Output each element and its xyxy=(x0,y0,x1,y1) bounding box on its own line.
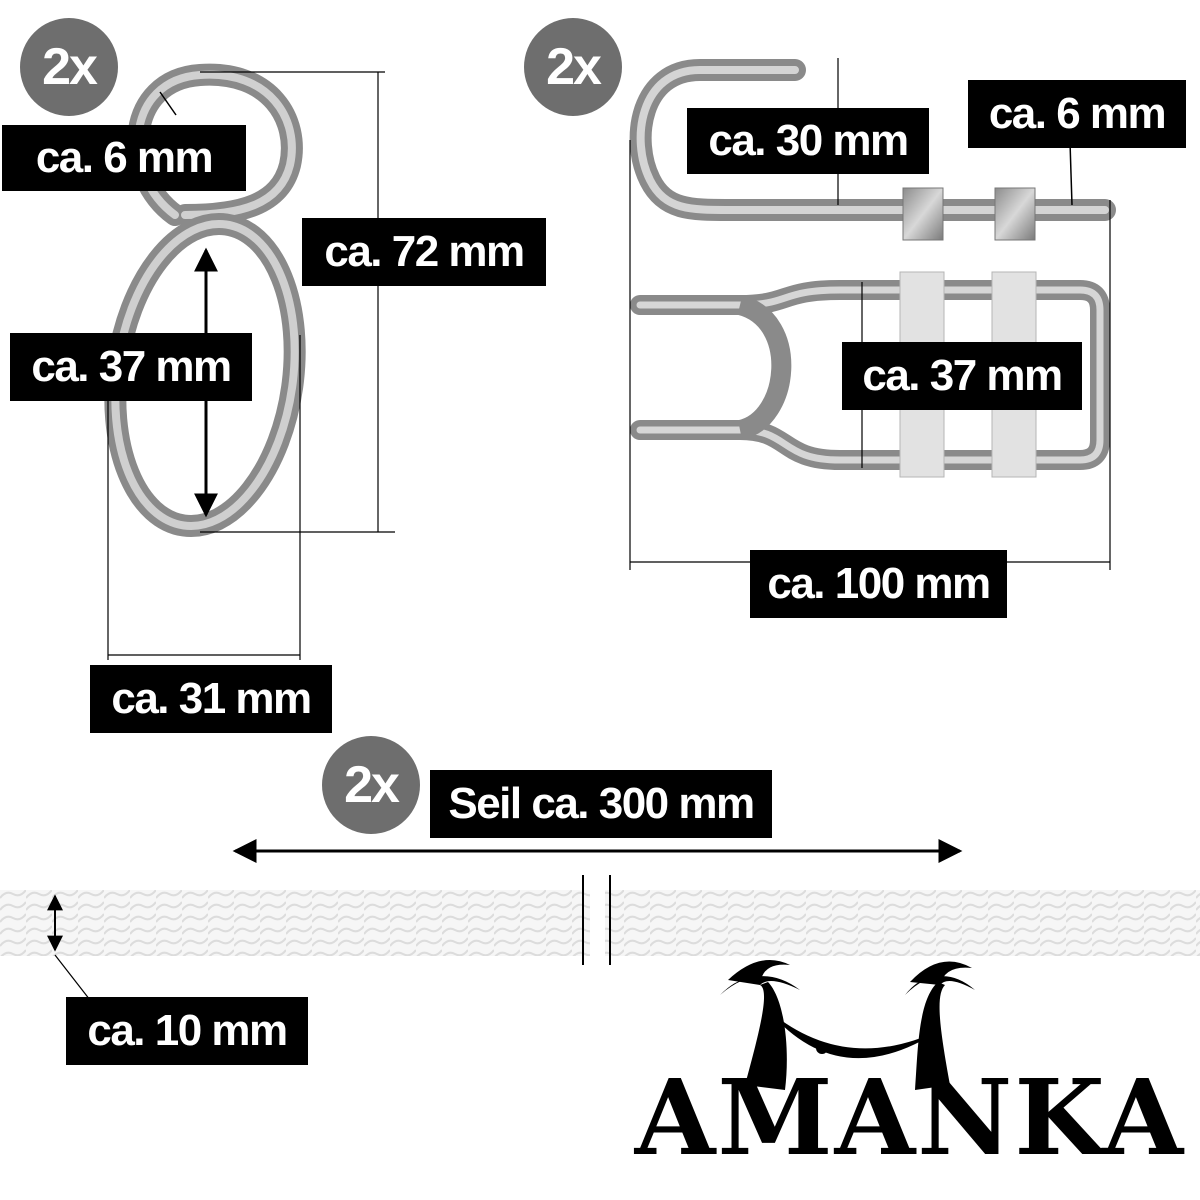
rope-quantity-badge: 2x xyxy=(322,736,420,834)
carabiner-total-length-label: ca. 72 mm xyxy=(302,218,546,286)
clip-quantity-badge: 2x xyxy=(524,18,622,116)
rope-diameter-label: ca. 10 mm xyxy=(66,997,308,1065)
clip-wire-diameter-label: ca. 6 mm xyxy=(968,80,1186,148)
palm-hammock-logo xyxy=(720,960,975,1090)
carabiner-inner-length-label: ca. 37 mm xyxy=(10,333,252,401)
clip-length-label: ca. 100 mm xyxy=(750,550,1007,618)
clip-hook-length-label: ca. 30 mm xyxy=(687,108,929,174)
carabiner-wire-diameter-label: ca. 6 mm xyxy=(2,125,246,191)
rope-drawing xyxy=(0,839,1200,1001)
carabiner-quantity-badge: 2x xyxy=(20,18,118,116)
rope-length-label: Seil ca. 300 mm xyxy=(430,770,772,838)
carabiner-width-label: ca. 31 mm xyxy=(90,665,332,733)
brand-logo-text: AMANKA xyxy=(634,1055,1186,1179)
clip-width-label: ca. 37 mm xyxy=(842,342,1082,410)
clip-side-drawing xyxy=(629,58,1116,241)
